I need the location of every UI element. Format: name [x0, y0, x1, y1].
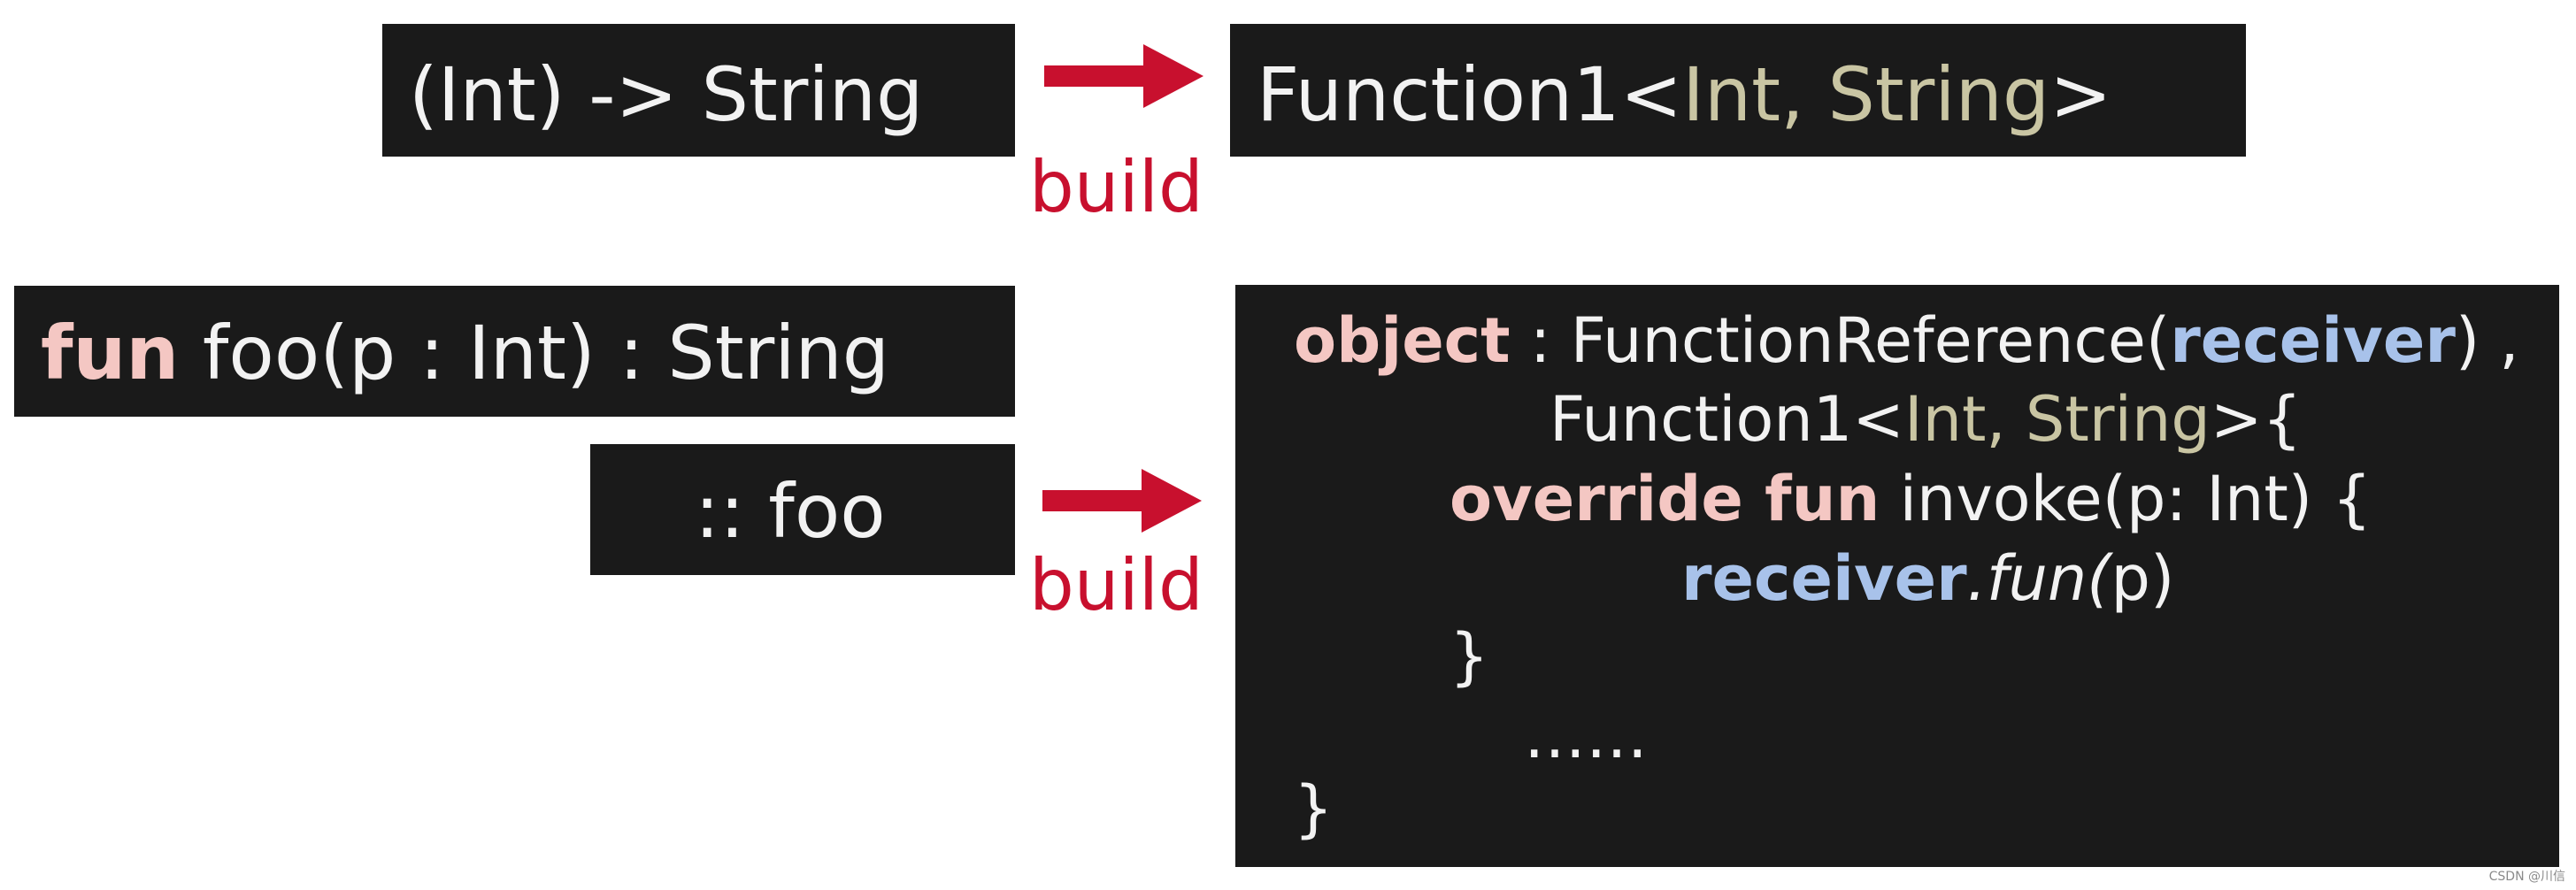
receiver-call: receiver [1681, 542, 1967, 615]
dot: . [1966, 542, 1987, 615]
function1-interface: Function1 [1549, 383, 1853, 456]
code-line-6: …… [1524, 700, 1648, 772]
function1-type-args: Int, String [1682, 51, 2050, 138]
line1-end: ) , [2455, 304, 2519, 377]
watermark: CSDN @川信 [2488, 870, 2565, 884]
fun-call: fun( [1986, 542, 2111, 615]
build-label-top: build [1029, 146, 1203, 228]
code-line-5: } [1449, 620, 1489, 693]
fun-signature: foo(p : Int) : String [179, 310, 890, 396]
call-args: p) [2111, 542, 2175, 615]
function-type-text: (Int) -> String [409, 51, 924, 138]
code-line-4: receiver.fun(p) [1681, 548, 2174, 610]
fun-declaration-box: fun foo(p : Int) : String [14, 286, 1015, 417]
override-fun-keyword: override fun [1449, 463, 1880, 535]
line2-type-args: Int, String [1903, 383, 2211, 456]
function-type-box: (Int) -> String [382, 24, 1015, 157]
generated-code-box: object : FunctionReference(receiver) , F… [1235, 285, 2559, 867]
line2-generic-close: >{ [2210, 383, 2303, 456]
generic-close: > [2049, 51, 2112, 138]
object-keyword: object [1294, 304, 1511, 377]
build-label-bottom: build [1029, 544, 1203, 626]
receiver-param: receiver [2170, 304, 2456, 377]
function1-name: Function1 [1257, 51, 1620, 138]
code-line-7: } [1294, 772, 1334, 845]
code-line-1: object : FunctionReference(receiver) , [1294, 310, 2519, 372]
line2-generic-open: < [1852, 383, 1904, 456]
function1-type-text: Function1<Int, String> [1257, 58, 2112, 132]
invoke-signature: invoke(p: Int) { [1880, 463, 2372, 535]
fun-declaration-text: fun foo(p : Int) : String [41, 316, 889, 390]
fun-keyword: fun [41, 310, 180, 396]
function1-type-box: Function1<Int, String> [1230, 24, 2246, 157]
generic-open: < [1619, 51, 1683, 138]
function-reference-box: :: foo [590, 444, 1015, 575]
code-line-2: Function1<Int, String>{ [1549, 388, 2302, 450]
function-reference-superclass: : FunctionReference( [1510, 304, 2171, 377]
build-arrow-top-icon [1044, 44, 1203, 108]
code-line-3: override fun invoke(p: Int) { [1449, 468, 2372, 530]
build-arrow-bottom-icon [1042, 469, 1202, 533]
function-reference-text: :: foo [695, 468, 886, 555]
